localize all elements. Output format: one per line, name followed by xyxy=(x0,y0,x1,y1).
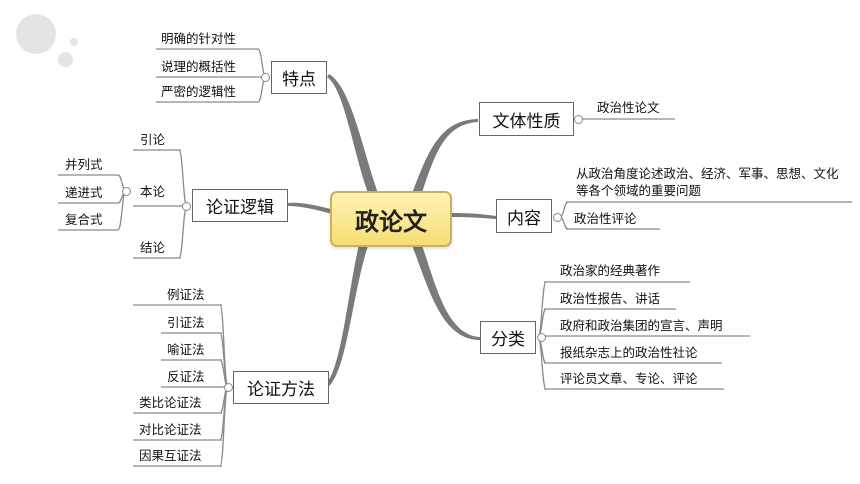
collapse-toggle-icon[interactable] xyxy=(553,213,562,222)
collapse-toggle-icon[interactable] xyxy=(537,333,546,342)
central-topic[interactable]: 政论文 xyxy=(330,191,452,247)
logic-item-introduction[interactable]: 引论 xyxy=(140,132,166,147)
decorative-bubble-small xyxy=(70,38,78,46)
logic-subitem-parallel[interactable]: 并列式 xyxy=(65,157,103,172)
features-item-2[interactable]: 说理的概括性 xyxy=(161,59,237,74)
content-item-2[interactable]: 政治性评论 xyxy=(574,211,637,226)
methods-item-1[interactable]: 例证法 xyxy=(167,287,205,302)
collapse-toggle-icon[interactable] xyxy=(574,115,583,124)
collapse-toggle-icon[interactable] xyxy=(122,187,131,196)
types-item-2[interactable]: 政治性报告、讲话 xyxy=(560,291,661,306)
topic-content[interactable]: 内容 xyxy=(496,199,552,233)
collapse-toggle-icon[interactable] xyxy=(224,383,233,392)
topic-argument-methods[interactable]: 论证方法 xyxy=(233,371,329,404)
topic-genre-nature[interactable]: 文体性质 xyxy=(479,102,574,136)
features-item-1[interactable]: 明确的针对性 xyxy=(161,31,237,46)
topic-features[interactable]: 特点 xyxy=(271,61,327,94)
logic-subitem-compound[interactable]: 复合式 xyxy=(65,212,103,227)
methods-item-6[interactable]: 对比论证法 xyxy=(139,422,202,437)
sub-branches xyxy=(58,48,852,467)
topic-argument-logic[interactable]: 论证逻辑 xyxy=(192,189,288,222)
types-item-4[interactable]: 报纸杂志上的政治性社论 xyxy=(560,345,698,360)
nature-item-1[interactable]: 政治性论文 xyxy=(597,100,660,115)
types-item-1[interactable]: 政治家的经典著作 xyxy=(560,263,661,278)
collapse-toggle-icon[interactable] xyxy=(182,202,191,211)
types-item-5[interactable]: 评论员文章、专论、评论 xyxy=(560,371,698,386)
methods-item-2[interactable]: 引证法 xyxy=(167,315,205,330)
decorative-bubble-large xyxy=(16,14,56,54)
methods-item-7[interactable]: 因果互证法 xyxy=(139,448,202,463)
collapse-toggle-icon[interactable] xyxy=(261,73,270,82)
methods-item-4[interactable]: 反证法 xyxy=(167,369,205,384)
types-item-3[interactable]: 政府和政治集团的宣言、声明 xyxy=(560,318,723,333)
features-item-3[interactable]: 严密的逻辑性 xyxy=(161,84,237,99)
methods-item-5[interactable]: 类比论证法 xyxy=(139,395,202,410)
content-item-1[interactable]: 从政治角度论述政治、经济、军事、思想、文化等各个领域的重要问题 xyxy=(576,166,839,198)
decorative-bubble-medium xyxy=(58,52,73,67)
topic-classification[interactable]: 分类 xyxy=(480,321,536,354)
logic-subitem-progressive[interactable]: 递进式 xyxy=(65,185,103,200)
logic-item-body[interactable]: 本论 xyxy=(140,184,166,199)
logic-item-conclusion[interactable]: 结论 xyxy=(140,240,166,255)
methods-item-3[interactable]: 喻证法 xyxy=(167,342,205,357)
